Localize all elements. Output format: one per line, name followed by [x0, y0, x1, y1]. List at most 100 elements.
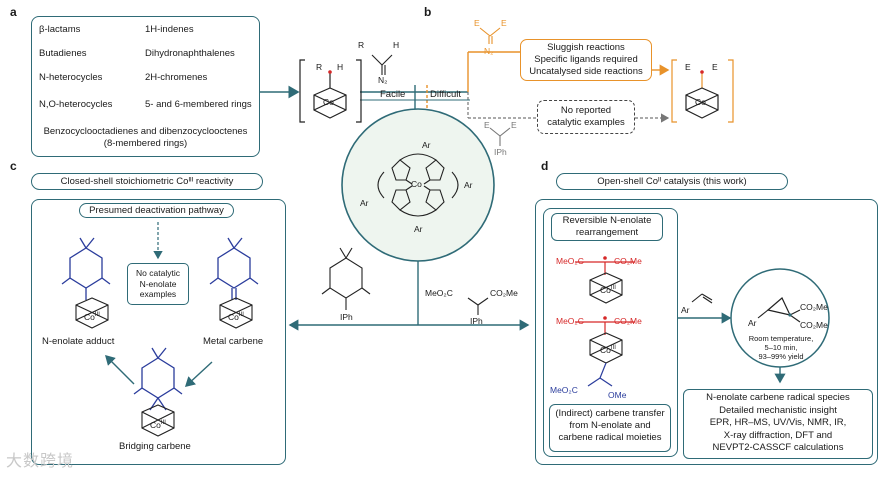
- panel-c-box: [31, 199, 286, 465]
- no-catalytic-box: No catalytic N-enolate examples: [127, 263, 189, 305]
- conditions-line-3: 93–99% yield: [758, 352, 804, 361]
- n-enolate-adduct-coring: [75, 297, 109, 329]
- diazo-e-right: E: [501, 18, 507, 28]
- panel-c-arrows: [105, 222, 213, 387]
- mechanism-line-3: EPR, HR–MS, UV/Vis, NMR, IR,: [709, 417, 847, 428]
- bottom-co-label: CoIII: [600, 344, 616, 355]
- diazo-reagent-orange: [479, 27, 501, 44]
- malonate-co2me: CO₂Me: [490, 288, 518, 298]
- mechanism-line-5: NEVPT2-CASSCF calculations: [712, 442, 844, 453]
- panel-label-d: d: [541, 159, 549, 173]
- diazo-reagent: [371, 54, 393, 75]
- panel-d-box: [535, 199, 878, 465]
- bottom-meo2c: MeO₂C: [556, 316, 584, 326]
- facile-label: Facile: [380, 89, 406, 100]
- top-co-label: CoIII: [600, 284, 616, 295]
- sluggish-box: Sluggish reactions Specific ligands requ…: [520, 39, 652, 81]
- reversible-box: [543, 208, 678, 457]
- co-carbene-complex-right: [671, 59, 734, 123]
- diazo-n2-label: N₂: [378, 75, 388, 85]
- top-co2me: CO₂Me: [614, 256, 642, 266]
- reversible-line-2: rearrangement: [575, 227, 639, 238]
- bottom-blue-ome: OMe: [608, 390, 627, 400]
- panel-label-b: b: [424, 5, 432, 19]
- ylide-e-right: E: [511, 120, 517, 130]
- sluggish-line-3: Uncatalysed side reactions: [529, 66, 643, 77]
- no-catalytic-line-2: N-enolate: [139, 278, 177, 289]
- metal-carbene-structure: [209, 237, 259, 300]
- product-n-heterocycles: N-heterocycles: [39, 72, 103, 83]
- deactivation-pill: Presumed deactivation pathway: [79, 203, 234, 218]
- panel-label-a: a: [10, 5, 17, 19]
- product-co2me-1: CO₂Me: [800, 302, 828, 312]
- ylide-e-left: E: [484, 120, 490, 130]
- product-beta-lactams: β-lactams: [39, 24, 81, 35]
- diazo-e-left: E: [474, 18, 480, 28]
- diazo-n2-orange: N₂: [484, 46, 494, 56]
- complex-h-label: H: [337, 62, 344, 72]
- dimedone-iph-label: IPh: [340, 312, 353, 322]
- porphyrin-ar-bottom: Ar: [414, 224, 423, 234]
- indirect-line-1: (Indirect) carbene transfer: [555, 408, 665, 419]
- product-cyclooctene-line2: (8-membered rings): [103, 138, 188, 149]
- carbene-co-label: CoIII: [228, 311, 244, 322]
- bridging-carbene-label: Bridging carbene: [119, 441, 191, 452]
- watermark-text: 大数跨境: [6, 453, 75, 470]
- panel-d-arrows: [678, 312, 786, 384]
- panel-c-title: Closed-shell stoichiometric Coᴵᴵᴵ reacti…: [31, 173, 263, 190]
- conditions-line-2: 5–10 min,: [764, 343, 798, 352]
- difficult-label: Difficult: [430, 89, 461, 100]
- panel-d-title: Open-shell Coᴵᴵ catalysis (this work): [556, 173, 788, 190]
- bottom-co2me: CO₂Me: [614, 316, 642, 326]
- co-carbene-complex-left: [299, 59, 362, 123]
- reversible-top-structure: [575, 256, 635, 304]
- styrene-structure: [691, 293, 713, 304]
- product-co2me-2: CO₂Me: [800, 320, 828, 330]
- panel-a-box: β-lactams Butadienes N-heterocycles N,O-…: [31, 16, 260, 157]
- bottom-blue-meo2c: MeO₂C: [550, 385, 578, 395]
- reversible-line-1: Reversible N-enolate: [562, 215, 652, 226]
- product-dihydronaphthalenes: Dihydronaphthalenes: [145, 48, 235, 59]
- porphyrin-ar-right: Ar: [464, 180, 473, 190]
- n-enolate-adduct-label: N-enolate adduct: [42, 336, 115, 347]
- product-co-label: Co: [695, 97, 706, 107]
- product-e-left: E: [685, 62, 691, 72]
- ylide-iph-label: IPh: [494, 147, 507, 157]
- indirect-line-3: carbene radical moieties: [558, 432, 662, 443]
- panel-label-c: c: [10, 159, 17, 173]
- malonate-iph: IPh: [470, 316, 483, 326]
- no-reported-box: No reported catalytic examples: [537, 100, 635, 134]
- reversible-pill: Reversible N-enolate rearrangement: [551, 213, 663, 241]
- product-chromenes: 2H-chromenes: [145, 72, 208, 83]
- product-ar: Ar: [748, 318, 757, 328]
- malonate-meo2c: MeO₂C: [425, 288, 453, 298]
- bridging-co-label: CoIII: [150, 419, 166, 430]
- ylide-reagent-gray: [489, 127, 511, 146]
- bridging-carbene-coring: [141, 404, 175, 437]
- metal-carbene-label: Metal carbene: [203, 336, 264, 347]
- indirect-line-2: from N-enolate and: [569, 420, 651, 431]
- product-e-right: E: [712, 62, 718, 72]
- styrene-ar: Ar: [681, 305, 690, 315]
- complex-r-label: R: [316, 62, 323, 72]
- product-butadienes: Butadienes: [39, 48, 87, 59]
- adduct-co-label: CoIII: [84, 311, 100, 322]
- no-catalytic-line-3: examples: [139, 289, 177, 299]
- metal-carbene-coring: [219, 297, 253, 329]
- product-rings: 5- and 6-membered rings: [145, 99, 252, 110]
- indirect-box: (Indirect) carbene transfer from N-enola…: [549, 404, 671, 452]
- product-indenes: 1H-indenes: [145, 24, 194, 35]
- panel-b-arrows: [260, 51, 670, 123]
- n-enolate-adduct-structure: [61, 237, 111, 300]
- porphyrin-ar-top: Ar: [422, 140, 431, 150]
- conditions-text: Room temperature, 5–10 min, 93–99% yield: [745, 334, 817, 361]
- mechanism-line-4: X-ray diffraction, DFT and: [723, 429, 833, 441]
- porphyrin-ar-left: Ar: [360, 198, 369, 208]
- porphyrin-co-label: Co: [411, 179, 422, 189]
- no-reported-line-1: No reported: [560, 105, 612, 116]
- mechanism-line-2: Detailed mechanistic insight: [719, 404, 837, 416]
- no-catalytic-line-1: No catalytic: [136, 268, 180, 278]
- no-reported-line-2: catalytic examples: [547, 117, 625, 128]
- complex-co-label: Co: [323, 97, 334, 107]
